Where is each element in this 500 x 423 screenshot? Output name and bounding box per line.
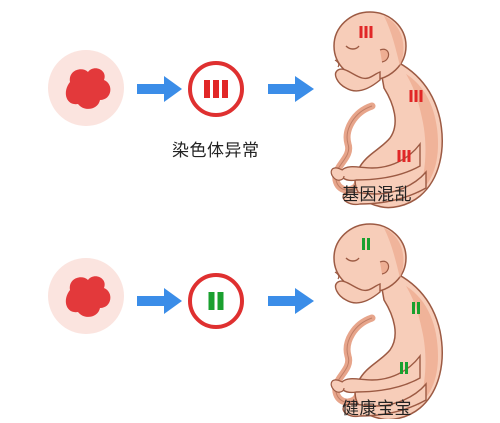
- chromosome-bar: [222, 80, 228, 98]
- chromosome-icon: [188, 273, 244, 329]
- chromosome-bar: [402, 150, 406, 162]
- chromosome-icon: [188, 61, 244, 117]
- row-abnormal: [48, 12, 442, 208]
- arrow-right-icon: [137, 76, 182, 102]
- chromosome-bar: [412, 302, 415, 314]
- arrow-right-icon: [268, 288, 314, 314]
- chromosome-bar: [217, 292, 224, 310]
- chromosome-bar: [407, 150, 411, 162]
- chromosome-bar: [419, 90, 423, 102]
- healthy-baby-label: 健康宝宝: [342, 399, 412, 419]
- chromosome-bar: [359, 26, 363, 38]
- chromosome-bar: [213, 80, 219, 98]
- chromosome-bar: [400, 362, 403, 374]
- chromosome-bar: [367, 238, 370, 250]
- fetus-icon: [331, 224, 442, 419]
- chromosome-bar: [409, 90, 413, 102]
- chromosome-bar: [204, 80, 210, 98]
- gene-chaos-label: 基因混乱: [342, 185, 412, 205]
- chromosome-bar: [417, 302, 420, 314]
- chromosome-bar: [397, 150, 401, 162]
- row-healthy: [48, 224, 442, 419]
- arrow-right-icon: [137, 288, 182, 314]
- chromosome-bar: [362, 238, 365, 250]
- chromosome-bar: [414, 90, 418, 102]
- cell-icon: [48, 50, 124, 126]
- chromosome-bar: [405, 362, 408, 374]
- arrow-right-icon: [268, 76, 314, 102]
- chromosome-bar: [208, 292, 215, 310]
- chromosome-abnormal-label: 染色体异常: [172, 141, 260, 161]
- chromosome-bar: [369, 26, 373, 38]
- fetus-icon: [331, 12, 442, 208]
- cell-icon: [48, 258, 124, 334]
- chromosome-bar: [364, 26, 368, 38]
